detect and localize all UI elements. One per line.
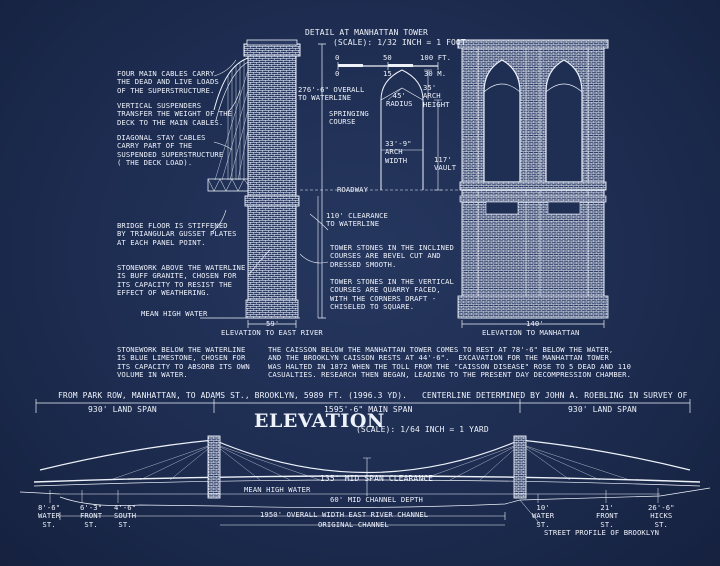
roadway-label: ROADWAY	[337, 185, 368, 194]
note-stonework-above: STONEWORK ABOVE THE WATERLINE IS BUFF GR…	[117, 263, 246, 298]
mid-span-clearance: 135' MID SPAN CLEARANCE	[320, 474, 434, 483]
elevation-scale: (SCALE): 1/64 INCH = 1 YARD	[356, 425, 489, 434]
clearance-waterline-label: 110' CLEARANCE TO WATERLINE	[326, 211, 388, 229]
street-water-st-right: 10' WATER ST.	[532, 503, 555, 529]
arch-width-label: 33'-9" ARCH WIDTH	[385, 139, 412, 165]
note-bridge-floor: BRIDGE FLOOR IS STIFFENED BY TRIANGULAR …	[117, 221, 237, 247]
mid-channel-depth: 60' MID CHANNEL DEPTH	[330, 495, 423, 504]
dim-140: 140'	[526, 319, 544, 328]
note-diagonal-stays: DIAGONAL STAY CABLES CARRY PART OF THE S…	[117, 133, 224, 168]
note-tower-stones-vertical: TOWER STONES IN THE VERTICAL COURSES ARE…	[330, 277, 454, 312]
land-span-right: 930' LAND SPAN	[568, 405, 637, 414]
street-water-st-left: 8'-6" WATER ST.	[38, 503, 61, 529]
scale-ft-50: 50	[383, 53, 392, 62]
bridge-elevation	[19, 399, 711, 526]
note-caisson: THE CAISSON BELOW THE MANHATTAN TOWER CO…	[268, 345, 632, 380]
scale-m-15: 15	[383, 69, 392, 78]
right-tower-front	[457, 39, 609, 328]
note-tower-stones-inclined: TOWER STONES IN THE INCLINED COURSES ARE…	[330, 243, 454, 269]
elevation-manhattan-label: ELEVATION TO MANHATTAN	[482, 328, 580, 337]
mean-high-water-detail: MEAN HIGH WATER	[141, 309, 208, 318]
scale-ft-0: 0	[335, 53, 340, 62]
main-span: 1595'-6" MAIN SPAN	[324, 405, 413, 414]
street-profile-brooklyn: STREET PROFILE OF BROOKLYN	[544, 528, 660, 537]
left-tower-profile	[200, 39, 301, 328]
elevation-title: ELEVATION	[254, 410, 385, 432]
note-leaders	[211, 59, 329, 277]
note-stonework-below: STONEWORK BELOW THE WATERLINE IS BLUE LI…	[117, 345, 250, 380]
detail-arch-drawing	[300, 43, 460, 319]
street-south-st: 4'-6" SOUTH ST.	[114, 503, 137, 529]
vault-label: 117' VAULT	[434, 155, 457, 173]
note-vertical-suspenders: VERTICAL SUSPENDERS TRANSFER THE WEIGHT …	[117, 101, 233, 127]
original-channel: ORIGINAL CHANNEL	[318, 520, 389, 529]
scale-m-0: 0	[335, 69, 340, 78]
note-main-cables: FOUR MAIN CABLES CARRY THE DEAD AND LIVE…	[117, 69, 219, 95]
scale-m-30: 30 M.	[424, 69, 447, 78]
scale-ft-100: 100 FT.	[420, 53, 451, 62]
from-park-row: FROM PARK ROW, MANHATTAN, TO ADAMS ST., …	[58, 391, 408, 400]
mean-high-water-elevation: MEAN HIGH WATER	[244, 485, 311, 494]
land-span-left: 930' LAND SPAN	[88, 405, 157, 414]
detail-scale: (SCALE): 1/32 INCH = 1 FOOT	[333, 38, 466, 47]
elevation-east-river-label: ELEVATION TO EAST RIVER	[221, 328, 323, 337]
dim-59: 59'	[266, 319, 280, 328]
springing-course-label: SPRINGING COURSE	[329, 109, 369, 127]
overall-width: 1950' OVERALL WIDTH EAST RIVER CHANNEL	[260, 510, 429, 519]
detail-title: DETAIL AT MANHATTAN TOWER	[305, 28, 428, 37]
overall-waterline-label: 276'-6" OVERALL TO WATERLINE	[298, 85, 365, 103]
centerline-note: CENTERLINE DETERMINED BY JOHN A. ROEBLIN…	[422, 391, 688, 400]
arch-height-label: 35' ARCH HEIGHT	[423, 83, 450, 109]
radius-label: 45' RADIUS	[386, 91, 413, 109]
street-front-st-right: 21' FRONT ST.	[596, 503, 619, 529]
street-front-st-left: 6'-3" FRONT ST.	[80, 503, 103, 529]
street-hicks-st: 26'-6" HICKS ST.	[648, 503, 675, 529]
